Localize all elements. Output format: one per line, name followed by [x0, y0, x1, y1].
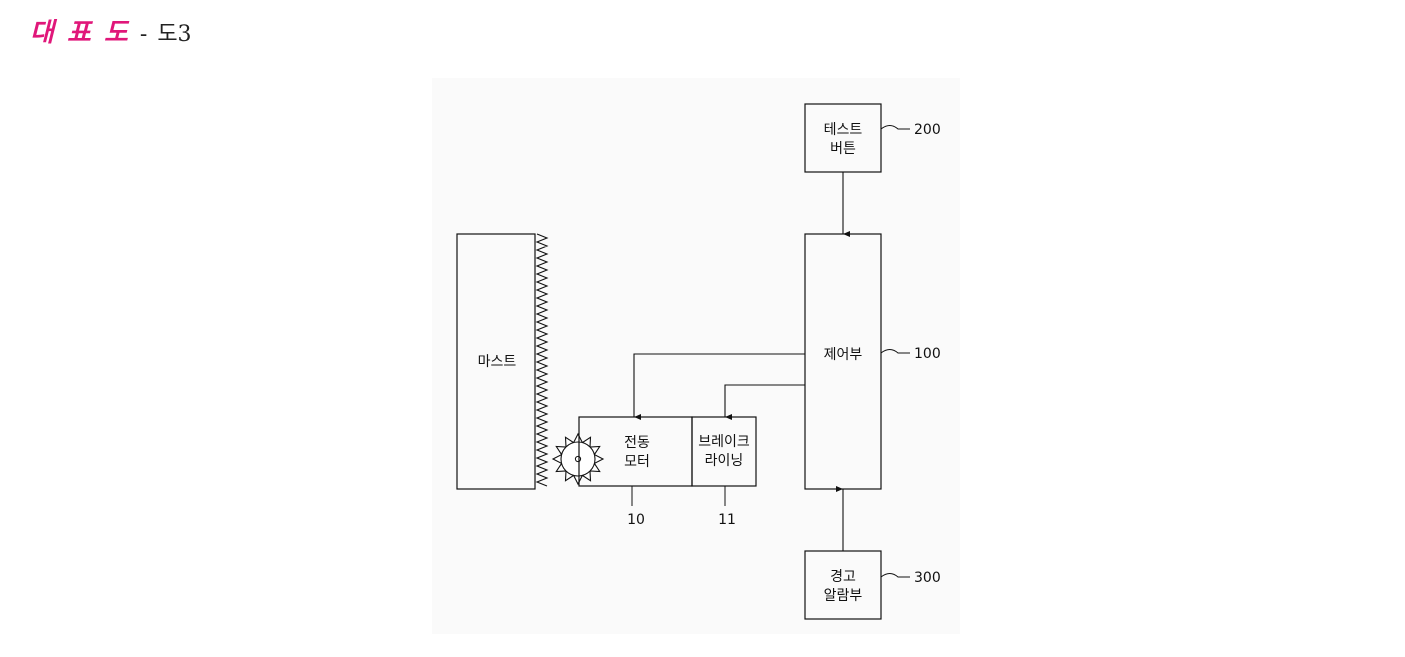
- controller-label: 제어부: [824, 347, 863, 363]
- motor-ref-number: 10: [627, 512, 645, 528]
- mast-label: 마스트: [478, 354, 517, 370]
- brake-label-line1: 브레이크: [698, 434, 750, 450]
- motor-label-line2: 모터: [624, 454, 650, 470]
- gear-hub: [561, 442, 595, 476]
- alarm-label-line1: 경고: [830, 569, 856, 585]
- controller-ref-number: 100: [914, 346, 941, 362]
- alarm-label-line2: 알람부: [824, 588, 863, 604]
- test-button-label-line2: 버튼: [830, 141, 856, 157]
- motor-label-line1: 전동: [624, 435, 650, 451]
- brake-label-line2: 라이닝: [705, 453, 744, 469]
- test-button-ref-number: 200: [914, 122, 941, 138]
- test-button-label-line1: 테스트: [824, 122, 863, 138]
- brake-ref-number: 11: [718, 512, 736, 528]
- alarm-ref-number: 300: [914, 570, 941, 586]
